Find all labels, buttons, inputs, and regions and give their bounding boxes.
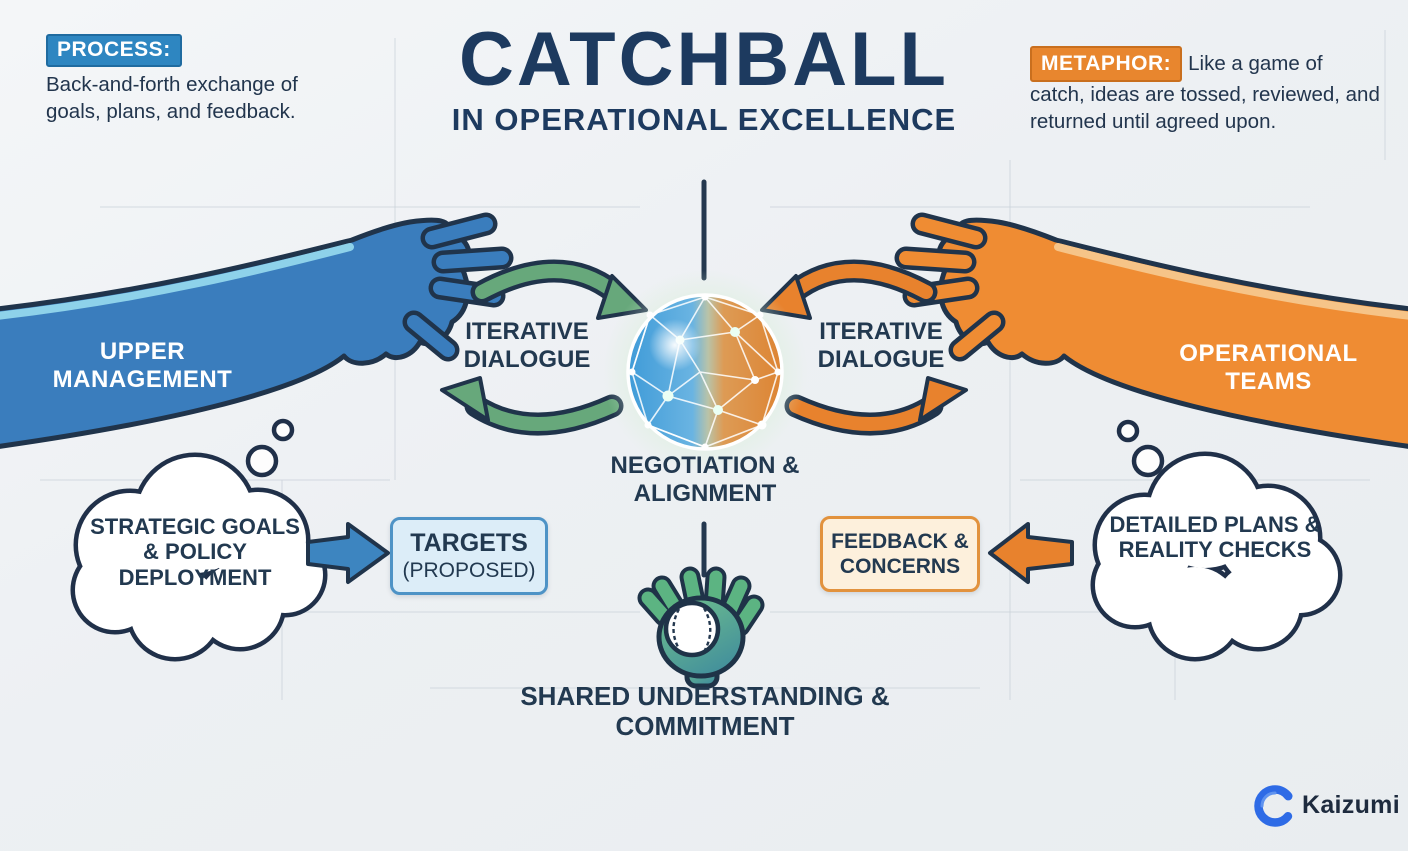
process-text: Back-and-forth exchange of goals, plans,… (46, 73, 298, 123)
operational-teams-label: OPERATIONAL TEAMS (1179, 340, 1358, 395)
metaphor-badge: METAPHOR: (1030, 46, 1183, 83)
process-annotation: PROCESS: Back-and-forth exchange of goal… (46, 34, 346, 125)
detailed-plans-cloud (1090, 451, 1343, 662)
baseball-glove-icon (637, 566, 765, 689)
brand-swirl-icon (1254, 785, 1296, 827)
iterative-arrows-green (440, 259, 648, 436)
page-subtitle: IN OPERATIONAL EXCELLENCE (451, 102, 957, 137)
arm-highlight (1054, 243, 1408, 320)
detailed-plans-cloud-label: DETAILED PLANS & REALITY CHECKS (1109, 512, 1321, 563)
targets-proposed-box: TARGETS (PROPOSED) (390, 517, 548, 595)
negotiation-alignment-label: NEGOTIATION & ALIGNMENT (610, 452, 800, 507)
shared-understanding-label: SHARED UNDERSTANDING & COMMITMENT (520, 681, 890, 741)
network-globe-icon (603, 270, 807, 474)
iterative-dialogue-left-label: ITERATIVE DIALOGUE (463, 318, 591, 373)
feedback-box-label: FEEDBACK & CONCERNS (831, 529, 969, 578)
iterative-arrows-orange (760, 259, 968, 436)
brand-logo: Kaizumi (1252, 783, 1402, 831)
page-title: CATCHBALL (459, 17, 949, 102)
arm-highlight (0, 243, 354, 320)
feedback-concerns-box: FEEDBACK & CONCERNS (820, 516, 980, 592)
targets-box-subtitle: (PROPOSED) (402, 559, 536, 582)
targets-box-title: TARGETS (410, 529, 528, 557)
targets-arrow (306, 522, 390, 584)
iterative-dialogue-right-label: ITERATIVE DIALOGUE (817, 318, 945, 373)
strategic-goals-cloud-label: STRATEGIC GOALS & POLICY DEPLOYMENT (90, 514, 300, 590)
metaphor-annotation: METAPHOR:Like a game of catch, ideas are… (1030, 46, 1382, 136)
upper-management-arm (0, 212, 514, 449)
strategic-goals-cloud (70, 452, 328, 662)
metaphor-text: Like a game of catch, ideas are tossed, … (1030, 52, 1380, 133)
thought-bubbles-left (245, 418, 295, 478)
title-block: CATCHBALL IN OPERATIONAL EXCELLENCE (0, 22, 1408, 138)
thought-bubbles-right (1116, 419, 1165, 478)
process-badge: PROCESS: (46, 34, 182, 68)
operational-teams-arm (894, 212, 1408, 449)
brand-name: Kaizumi (1302, 791, 1400, 819)
upper-management-label: UPPER MANAGEMENT (52, 338, 233, 393)
feedback-arrow (988, 522, 1074, 584)
